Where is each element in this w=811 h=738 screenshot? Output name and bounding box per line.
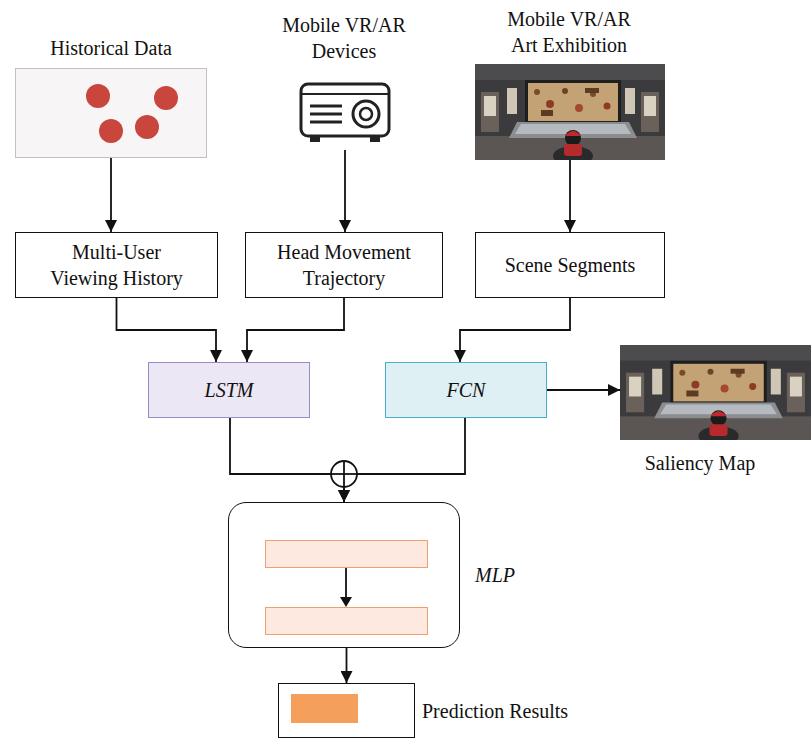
mlp-layer <box>265 540 428 568</box>
node-label: Scene Segments <box>505 252 636 278</box>
flow-arrow <box>547 389 620 391</box>
device-icon: Mobile VR/AR Devices <box>298 72 392 150</box>
mlp-block: MLP <box>228 502 460 648</box>
flow-arrow <box>117 298 217 362</box>
data-panel: Historical Data <box>15 68 207 158</box>
node-label: Prediction Results <box>422 698 568 724</box>
data-dots <box>16 69 206 157</box>
node-label: Head Movement Trajectory <box>269 239 419 291</box>
model-box: FCN <box>385 362 547 418</box>
node-label: Multi-User Viewing History <box>42 239 192 291</box>
process-box: Head Movement Trajectory <box>245 232 443 298</box>
result-bar <box>291 694 358 723</box>
node-label: Mobile VR/AR Art Exhibition <box>499 6 639 58</box>
flow-arrow <box>344 418 465 502</box>
node-label: Saliency Map <box>645 450 756 476</box>
flow-arrow <box>569 160 571 232</box>
model-box: LSTM <box>148 362 310 418</box>
exhibition-image: Mobile VR/AR Art Exhibition <box>475 64 665 160</box>
saliency-image: Saliency Map <box>620 345 811 440</box>
flow-arrow <box>460 298 570 362</box>
flow-arrow <box>247 298 344 362</box>
mlp-layer <box>265 607 428 635</box>
process-box: Scene Segments <box>475 232 665 298</box>
output-box: Prediction Results <box>278 683 415 738</box>
process-box: Multi-User Viewing History <box>15 232 218 298</box>
node-label: MLP <box>475 562 515 588</box>
exhibition-scene <box>475 64 665 160</box>
node-label: Historical Data <box>50 35 172 61</box>
flow-arrow <box>346 648 348 683</box>
projector-icon <box>298 72 392 150</box>
node-label: FCN <box>447 377 486 403</box>
flow-arrow <box>110 158 112 232</box>
node-label: Mobile VR/AR Devices <box>274 12 414 64</box>
node-label: LSTM <box>205 377 254 403</box>
layer-arrow <box>229 503 459 647</box>
flow-arrow <box>230 418 344 502</box>
flow-arrow <box>344 150 346 232</box>
exhibition-scene <box>620 345 811 440</box>
